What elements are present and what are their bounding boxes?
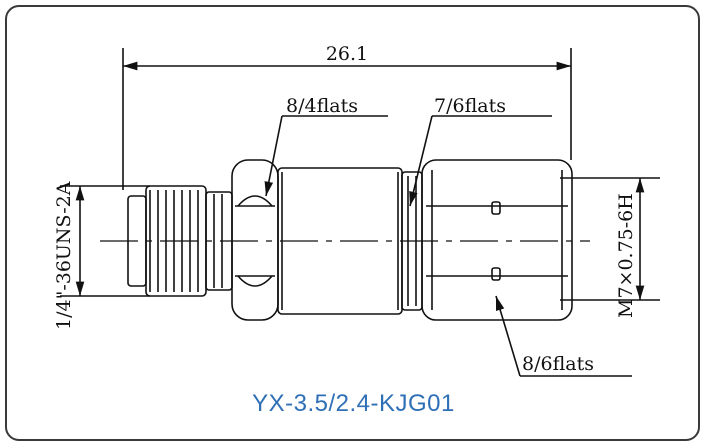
flats-7-6-label: 7/6flats	[434, 95, 506, 117]
right-thread-label: M7×0.75-6H	[615, 193, 637, 318]
flats-8-4-label: 8/4flats	[286, 95, 358, 117]
part-number-caption: YX-3.5/2.4-KJG01	[252, 390, 455, 417]
left-thread-label: 1/4"-36UNS-2A	[53, 181, 75, 330]
overall-length-label: 26.1	[326, 43, 368, 65]
leader-7-6-flats	[409, 115, 433, 207]
drawing-frame	[5, 5, 700, 441]
leader-8-4-flats	[264, 115, 283, 197]
right-hex-nut	[421, 159, 573, 321]
left-hex-nut	[231, 159, 279, 321]
leader-8-6-flats	[495, 295, 521, 377]
flats-8-6-label: 8/6flats	[522, 353, 594, 375]
